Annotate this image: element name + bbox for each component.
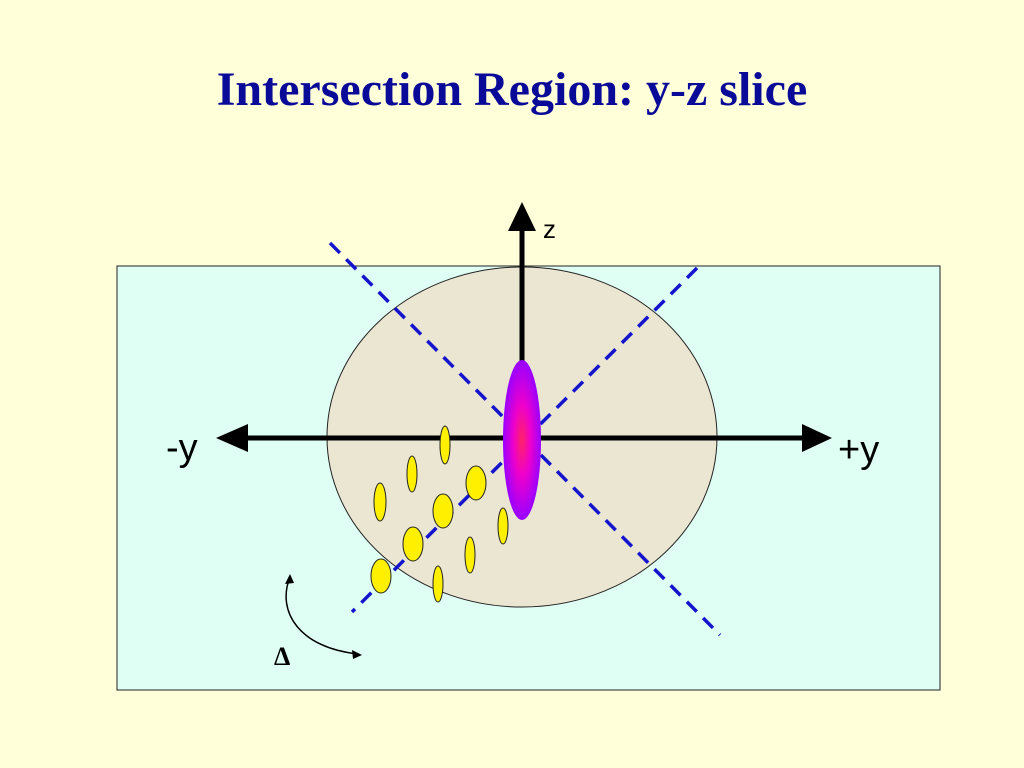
particle xyxy=(402,526,424,562)
interaction-core xyxy=(503,360,541,520)
rotation-arrowhead-end xyxy=(352,650,362,659)
particle xyxy=(464,536,476,574)
neg-y-arrowhead xyxy=(216,424,248,452)
particle xyxy=(497,507,509,545)
rotation-arrowhead-start xyxy=(285,574,294,584)
z-axis-label: z xyxy=(543,214,556,244)
slide-title: Intersection Region: y-z slice xyxy=(216,63,808,116)
particle xyxy=(465,465,487,501)
pos-y-arrowhead xyxy=(802,424,832,452)
z-arrowhead xyxy=(508,202,536,231)
particle xyxy=(370,558,392,594)
rotation-arrow xyxy=(285,576,359,655)
particle xyxy=(432,493,454,529)
rotation-label: Δ xyxy=(274,642,290,671)
particle xyxy=(406,455,418,493)
particle-group xyxy=(370,425,509,603)
pos-y-axis-label: +y xyxy=(838,429,879,471)
particle xyxy=(432,565,444,603)
particle xyxy=(439,425,451,465)
neg-y-axis-label: -y xyxy=(166,427,198,469)
particle xyxy=(373,482,387,522)
